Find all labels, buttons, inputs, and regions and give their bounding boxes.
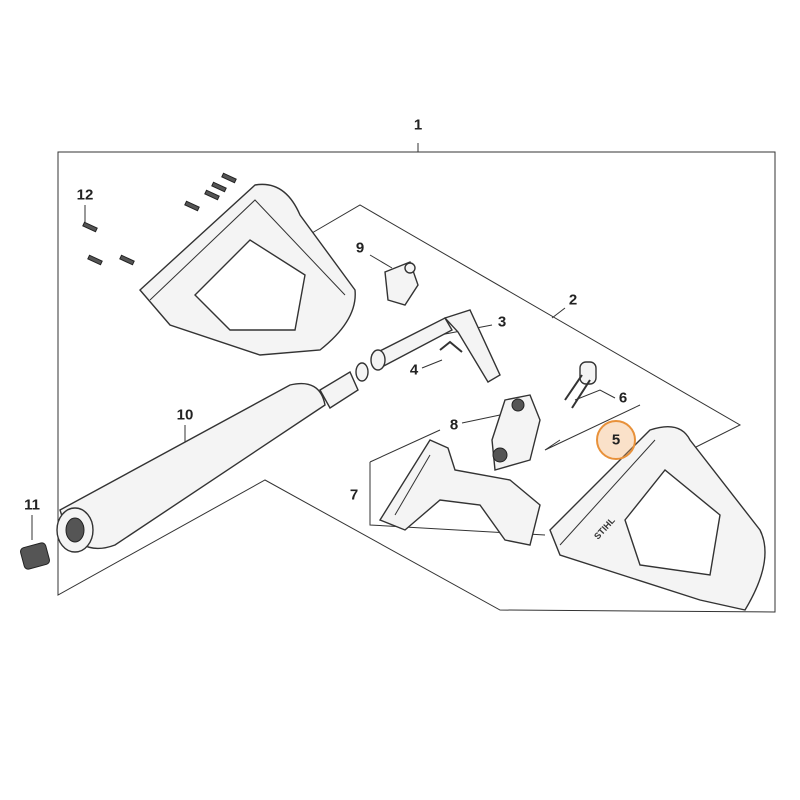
housing-half [139, 183, 356, 356]
leader-8 [461, 414, 501, 424]
label-4[interactable]: 4 [409, 361, 419, 379]
label-3[interactable]: 3 [497, 313, 507, 331]
bracket-2-left [369, 462, 546, 536]
part-4-clip [439, 340, 463, 353]
leader-6 [574, 389, 616, 401]
bracket-2-lower [369, 429, 441, 463]
leader-5 [544, 404, 641, 451]
label-9[interactable]: 9 [355, 239, 365, 257]
part-6-pin [564, 361, 597, 409]
label-5[interactable]: 5 [611, 431, 621, 449]
leader-4 [421, 359, 443, 369]
label-12[interactable]: 12 [76, 186, 94, 204]
bracket-1-frame [57, 151, 776, 613]
label-7[interactable]: 7 [349, 486, 359, 504]
leader-2 [551, 307, 566, 319]
label-11[interactable]: 11 [24, 496, 40, 514]
bracket-2-frame [299, 204, 742, 451]
part-7-trigger [378, 439, 541, 546]
part-11-spring [19, 542, 51, 570]
part-3-tube [370, 309, 501, 383]
label-10[interactable]: 10 [176, 406, 194, 424]
screws-part-12 [82, 172, 237, 266]
label-6[interactable]: 6 [618, 389, 628, 407]
label-1[interactable]: 1 [413, 116, 423, 134]
part-9-valve [384, 261, 419, 306]
label-2[interactable]: 2 [568, 291, 578, 309]
part-8-valve [491, 394, 541, 471]
label-8[interactable]: 8 [449, 416, 459, 434]
part-5-housing: STIHL [549, 426, 766, 611]
part-10-lance [56, 362, 369, 553]
leader-9 [369, 254, 393, 269]
highlight-circle-5 [596, 420, 636, 460]
